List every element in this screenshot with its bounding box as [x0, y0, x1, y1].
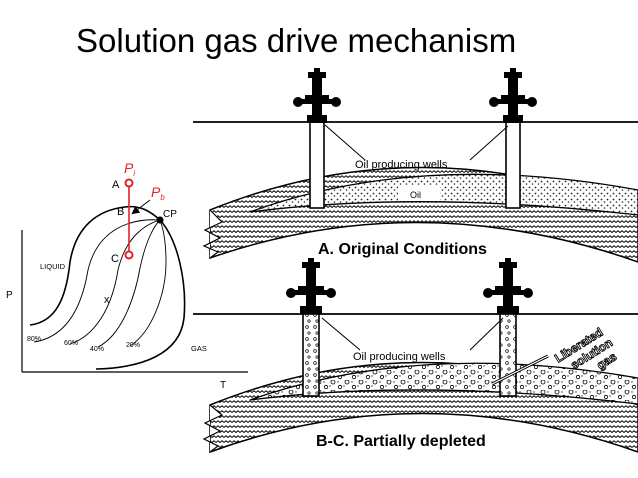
- well-bc-left: [286, 258, 336, 397]
- quality-line-40: [97, 219, 161, 348]
- point-b-label: B: [117, 206, 124, 218]
- depleted-oil-zone: [249, 362, 638, 405]
- quality-label-60: 60%: [64, 340, 78, 347]
- wells-pointer-bc-left: [321, 317, 361, 351]
- bubble-point-arrow: [131, 199, 151, 215]
- quality-line-80: [33, 219, 161, 343]
- initial-pressure-symbol: P: [124, 160, 134, 176]
- wells-pointer-a-right: [469, 125, 509, 161]
- point-c-marker: [124, 250, 134, 260]
- bubble-point-pressure-label: Pb: [151, 184, 165, 202]
- reservoir-original: Oil: [193, 68, 638, 263]
- two-phase-marker: x: [104, 294, 110, 306]
- quality-label-40: 40%: [90, 346, 104, 353]
- phase-envelope: [29, 205, 186, 370]
- reservoir-depleted: Oil producing wells Liberated solution g…: [193, 258, 638, 454]
- oil-zone: [249, 173, 638, 216]
- caption-original-conditions: A. Original Conditions: [318, 241, 487, 258]
- cap-rock-top-edge: [202, 209, 224, 259]
- well-a-right: [489, 68, 537, 209]
- oil-label: Oil: [410, 190, 421, 200]
- quality-label-80: 80%: [27, 336, 41, 343]
- wells-label-bottom: Oil producing wells: [353, 351, 446, 363]
- slide-title: Solution gas drive mechanism: [76, 22, 517, 59]
- wells-pointer-bc-right: [469, 317, 504, 351]
- well-a-left: [293, 68, 341, 209]
- oil-label-box: [398, 186, 440, 201]
- quality-line-60: [69, 219, 161, 345]
- cap-rock-bottom-edge: [202, 404, 224, 453]
- liberated-gas-pointer-inner: [491, 355, 549, 385]
- bubble-point-symbol: P: [151, 184, 161, 200]
- caption-partially-depleted: B-C. Partially depleted: [316, 433, 486, 450]
- p-axis-label: P: [6, 290, 13, 301]
- wells-pointer-a-left: [324, 124, 366, 161]
- wells-label-top: Oil producing wells: [355, 159, 448, 171]
- quality-label-20: 20%: [126, 342, 140, 349]
- gas-region-label: GAS: [191, 344, 207, 353]
- point-c-label: C: [111, 253, 119, 265]
- quality-line-20: [129, 219, 167, 347]
- point-a-marker: [124, 178, 134, 188]
- critical-point-label: CP: [163, 209, 177, 220]
- point-a-label: A: [112, 179, 120, 191]
- initial-pressure-label: Pi: [124, 160, 135, 178]
- critical-point-marker: [156, 216, 164, 224]
- phase-diagram: P T CP LIQUID GAS x 80% 60% 40% 20%: [6, 160, 248, 391]
- bubble-point-subscript: b: [160, 193, 165, 202]
- liquid-region-label: LIQUID: [40, 262, 66, 271]
- initial-pressure-subscript: i: [133, 169, 135, 178]
- t-axis-label: T: [220, 380, 226, 391]
